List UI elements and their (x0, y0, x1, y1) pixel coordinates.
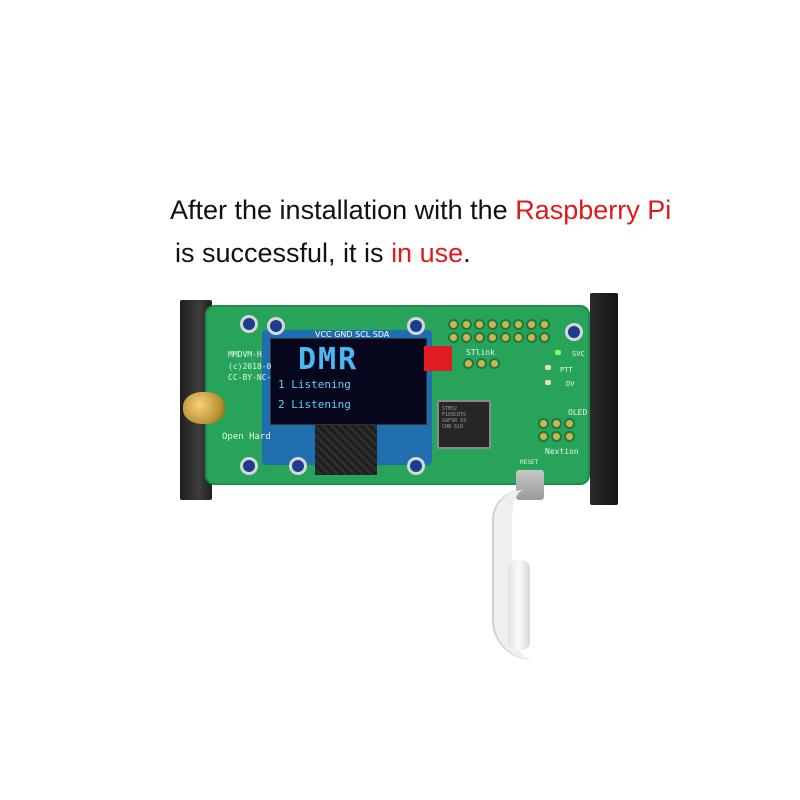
mcu-chip-marking: STM32 F103C8T6 GAFSR 93 CHN 610 (442, 406, 467, 430)
silk-led-ptt: PTT (560, 366, 573, 374)
silk-license: CC-BY-NC- (228, 373, 272, 382)
silk-led-svc: SVC (572, 350, 585, 358)
header-pin (450, 321, 457, 328)
stlink-pin (465, 360, 472, 367)
header-pin (463, 334, 470, 341)
header-pin (489, 334, 496, 341)
stlink-pin (478, 360, 485, 367)
oled-ribbon-cable (315, 425, 377, 475)
oled-mount-hole (270, 320, 282, 332)
caption-highlight-raspberry-pi: Raspberry Pi (515, 195, 672, 225)
header-pin (528, 321, 535, 328)
header-pin (541, 321, 548, 328)
usb-cable (494, 490, 572, 660)
header-pin (502, 321, 509, 328)
oled-mount-hole (410, 320, 422, 332)
header-pin (502, 334, 509, 341)
oled-mount-hole (410, 460, 422, 472)
caption-line-1: After the installation with the Raspberr… (0, 195, 800, 226)
stlink-pin (491, 360, 498, 367)
silk-nextion: Nextion (545, 447, 579, 456)
oled-port-pin (566, 420, 573, 427)
oled-pin-label: VCC GND SCL SDA (315, 330, 390, 339)
header-pin (489, 321, 496, 328)
enclosure-right-plate (590, 293, 618, 505)
oled-port-pin (553, 420, 560, 427)
header-pin (515, 321, 522, 328)
caption-line-2: is successful, it is in use. (0, 238, 800, 269)
silk-led-dv: DV (566, 380, 575, 388)
mcu-chip (437, 400, 491, 449)
nextion-port-pin (553, 433, 560, 440)
silk-model: MMDVM-H (228, 350, 262, 359)
header-pin (463, 321, 470, 328)
mount-hole (243, 318, 255, 330)
red-sticker (424, 346, 452, 371)
sma-antenna-connector (183, 392, 225, 424)
caption-text: After the installation with the (170, 195, 516, 225)
oled-mount-hole (292, 460, 304, 472)
oled-screen (270, 338, 427, 425)
caption-highlight-in-use: in use (391, 238, 464, 268)
header-pin (450, 334, 457, 341)
mount-hole (243, 460, 255, 472)
oled-title: DMR (298, 342, 359, 377)
caption-text: is successful, it is (175, 238, 392, 268)
caption-period: . (463, 238, 471, 268)
silk-oled: OLED (568, 408, 588, 417)
led-dv (545, 380, 551, 385)
oled-line-2: 2 Listening (278, 398, 351, 411)
nextion-port-pin (566, 433, 573, 440)
nextion-port-pin (540, 433, 547, 440)
usb-cable-strain-relief (508, 560, 530, 650)
led-svc (555, 350, 561, 355)
oled-line-1: 1 Listening (278, 378, 351, 391)
mount-hole (568, 326, 580, 338)
header-pin (528, 334, 535, 341)
header-pin (476, 334, 483, 341)
silk-reset: RESET (520, 459, 539, 466)
header-pin (515, 334, 522, 341)
header-pin (476, 321, 483, 328)
led-ptt (545, 365, 551, 370)
silk-copyright: (c)2018-0 (228, 362, 272, 371)
oled-port-pin (540, 420, 547, 427)
header-pin (541, 334, 548, 341)
silk-open-hardware: Open Hard (222, 432, 271, 442)
silk-stlink: STlink (466, 348, 495, 357)
